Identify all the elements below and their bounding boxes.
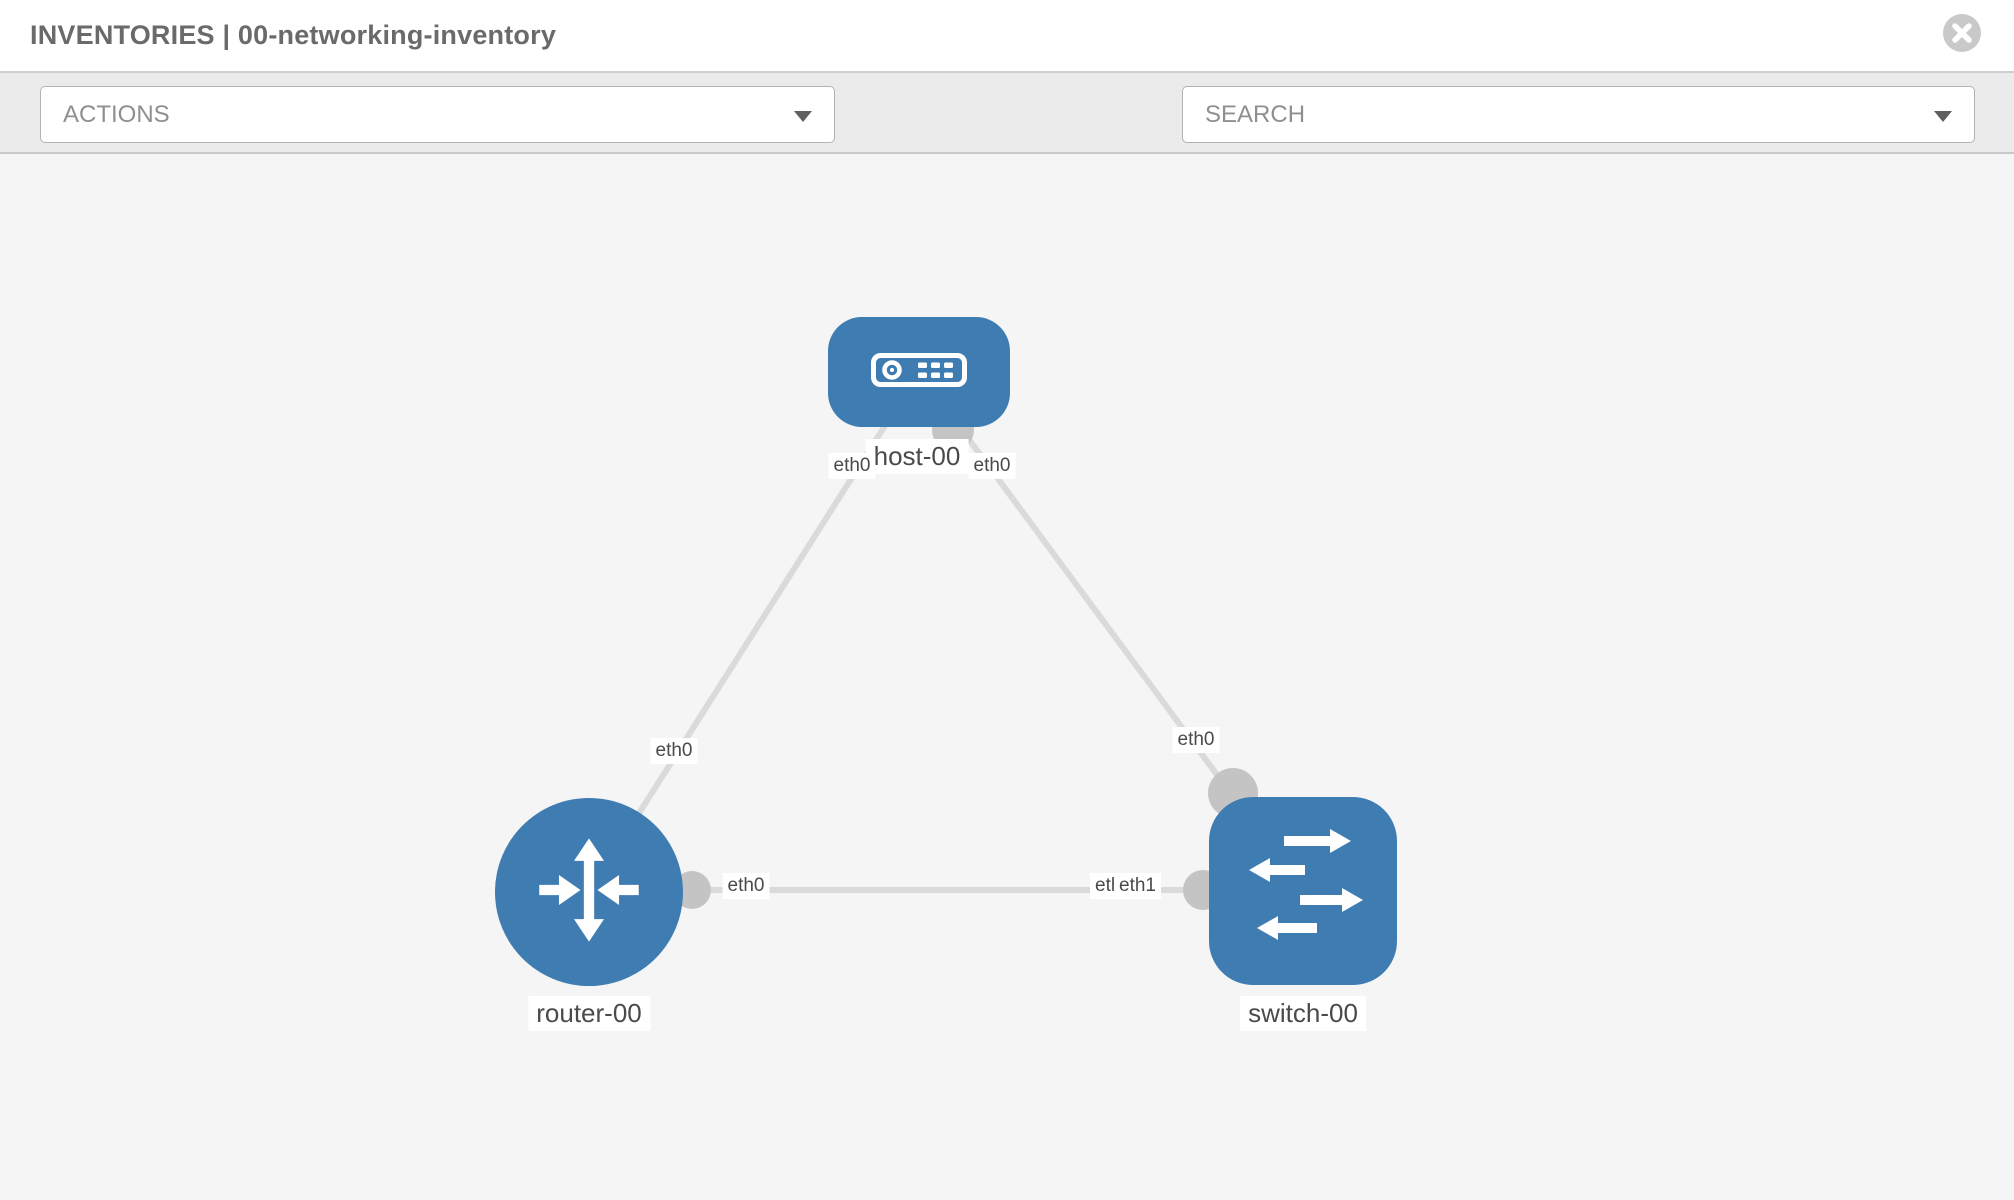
switch-arrows-icon <box>1238 828 1368 954</box>
search-dropdown[interactable]: SEARCH <box>1182 86 1975 143</box>
node-switch-00[interactable] <box>1209 797 1397 985</box>
interface-label-router-right: eth0 <box>722 873 770 899</box>
router-arrows-icon <box>528 829 650 956</box>
server-icon <box>871 352 967 392</box>
chevron-down-icon <box>1934 111 1952 122</box>
chevron-down-icon <box>794 111 812 122</box>
node-router-00[interactable] <box>495 798 683 986</box>
close-button[interactable] <box>1943 14 1981 52</box>
interface-label-host-right: eth0 <box>968 453 1016 479</box>
toolbar: ACTIONS S <box>0 73 2014 202</box>
actions-dropdown[interactable]: ACTIONS <box>40 86 835 143</box>
close-icon <box>1943 14 1981 56</box>
links-layer <box>586 370 1306 910</box>
node-label-router: router-00 <box>528 996 650 1031</box>
node-label-switch: switch-00 <box>1240 996 1366 1031</box>
interface-label-host-left: eth0 <box>828 453 876 479</box>
actions-dropdown-label: ACTIONS <box>63 100 170 128</box>
page-title: INVENTORIES | 00-networking-inventory <box>30 20 557 50</box>
interface-label-switch-left: eth1 <box>1114 873 1161 899</box>
search-dropdown-label: SEARCH <box>1205 100 1306 128</box>
header-bar: INVENTORIES | 00-networking-inventory <box>0 0 2014 73</box>
interface-label-switch-top: eth0 <box>1172 727 1220 753</box>
node-label-host: host-00 <box>865 439 969 474</box>
node-host-00[interactable] <box>828 317 1010 427</box>
interface-label-router-top: eth0 <box>650 738 698 764</box>
topology-canvas[interactable]: host-00 router-00 switch-00 eth0 eth0 et… <box>0 154 2014 1200</box>
